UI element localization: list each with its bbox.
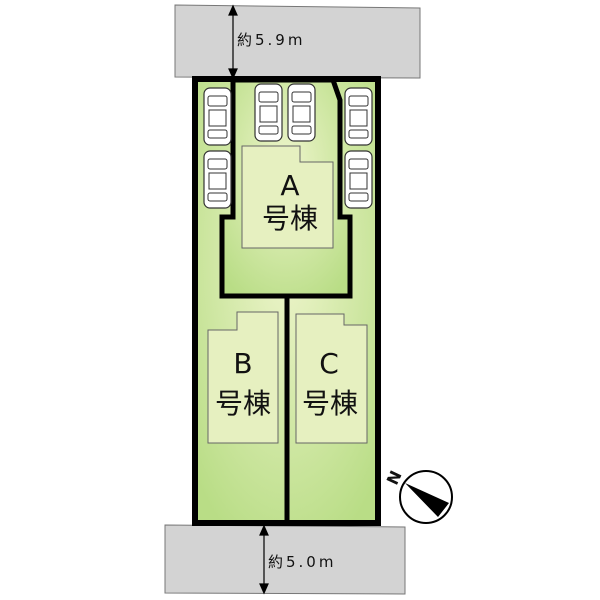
car-icon	[254, 83, 283, 142]
south-road-width-label: 約5.0m	[268, 553, 337, 571]
lot-c-suffix: 号棟	[301, 387, 358, 420]
car-icon	[203, 150, 232, 209]
building-a	[241, 145, 334, 249]
lot-c-letter: C	[319, 347, 339, 380]
south-road	[164, 524, 406, 595]
lot-b-letter: B	[233, 347, 253, 380]
north-road	[174, 4, 421, 79]
lot-b-suffix: 号棟	[214, 387, 271, 420]
car-icon	[203, 87, 232, 146]
lot-a-suffix: 号棟	[261, 202, 318, 235]
south-road-dimension-arrow	[259, 524, 269, 595]
lot-a-letter: A	[280, 169, 300, 202]
car-icon	[287, 83, 316, 142]
north-compass-icon	[399, 470, 453, 524]
car-icon	[344, 87, 373, 146]
north-road-width-label: 約5.9m	[237, 31, 306, 49]
building-c	[295, 313, 368, 444]
north-road-dimension-arrow	[228, 4, 238, 80]
car-icon	[344, 150, 373, 209]
building-b	[207, 311, 279, 444]
